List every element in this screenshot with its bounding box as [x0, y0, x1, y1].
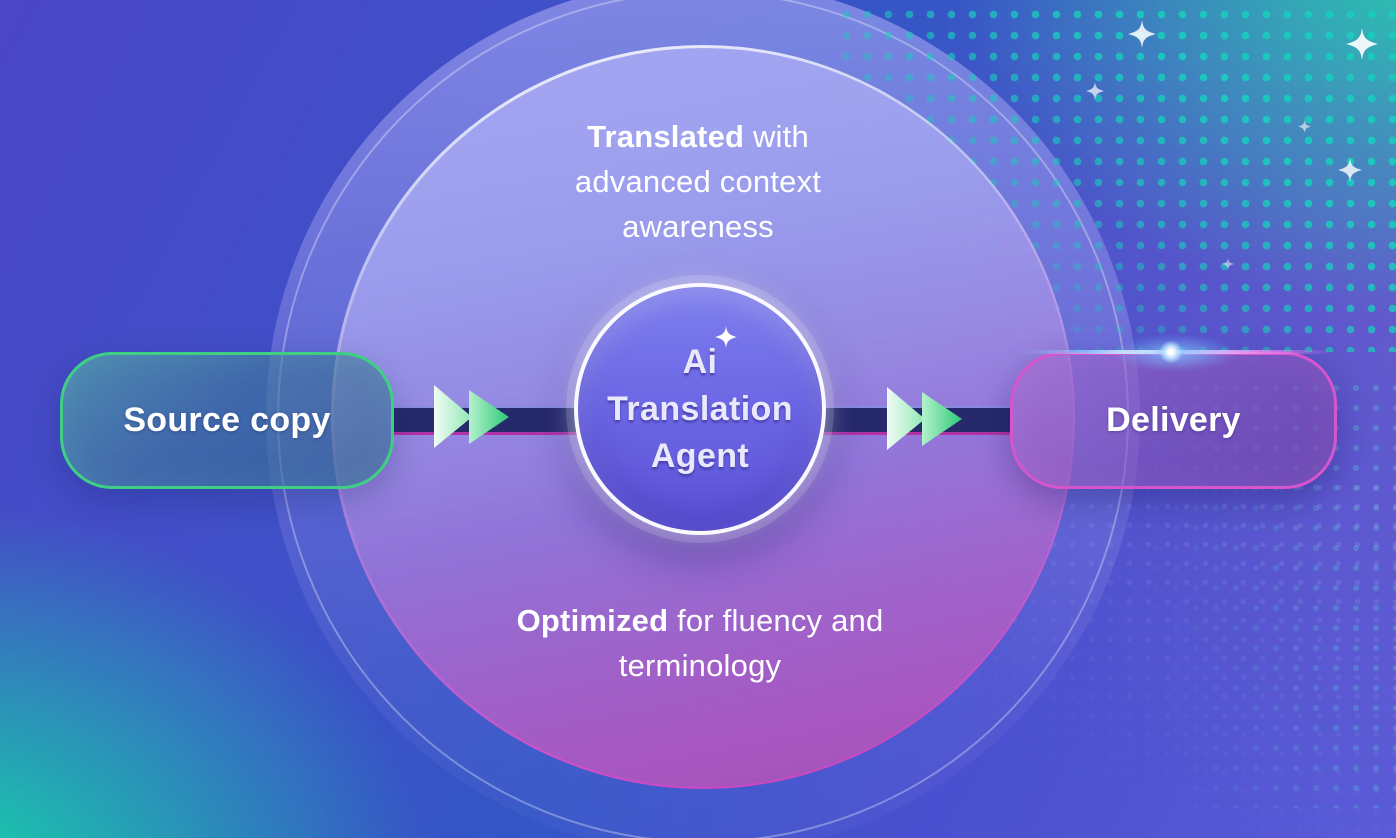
source-copy-node: Source copy — [60, 352, 394, 489]
sparkle-icon — [1338, 158, 1362, 182]
delivery-label: Delivery — [1106, 401, 1241, 439]
bottom-annotation-rest: for fluency and terminology — [618, 603, 884, 683]
delivery-node: Delivery — [1010, 352, 1337, 489]
sparkle-icon — [1298, 120, 1311, 133]
source-copy-label: Source copy — [123, 401, 331, 439]
sparkle-icon — [1128, 20, 1156, 48]
top-annotation-rest: with advanced context awareness — [574, 119, 822, 244]
sparkle-icon — [1346, 28, 1378, 60]
badge-ai-text: Ai — [682, 342, 718, 381]
top-annotation: Translated with advanced context awarene… — [533, 114, 863, 249]
badge-line-agent: Agent — [650, 436, 750, 475]
sparkle-icon — [1222, 258, 1234, 270]
sparkle-icon — [1086, 82, 1104, 100]
top-annotation-bold: Translated — [587, 119, 745, 154]
ai-translation-agent-badge: Ai Translation Agent — [574, 283, 826, 535]
badge-line-translation: Translation — [607, 389, 793, 428]
badge-line-ai: Ai — [682, 325, 738, 386]
bottom-annotation: Optimized for fluency and terminology — [500, 598, 900, 688]
fast-forward-icon — [887, 387, 962, 450]
sparkle-icon — [715, 325, 738, 348]
bottom-annotation-bold: Optimized — [516, 603, 669, 638]
fast-forward-icon — [434, 385, 509, 448]
